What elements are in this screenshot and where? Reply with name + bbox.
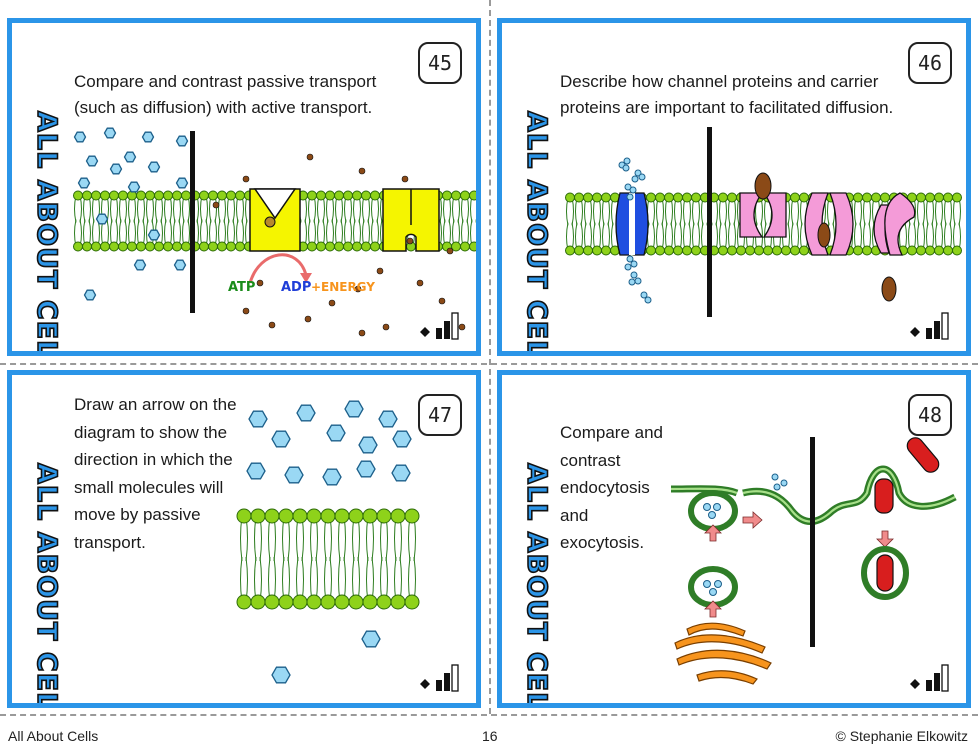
molecules (73, 127, 466, 337)
molecule-cluster-top (618, 157, 646, 201)
card-number: 47 (418, 394, 462, 436)
carrier-proteins (739, 192, 916, 256)
molecules (246, 400, 412, 684)
difficulty-indicator (910, 312, 949, 340)
difficulty-bar-3 (451, 664, 459, 692)
card-45: ALL ABOUT CELLS 45 Compare and contrast … (7, 18, 481, 356)
passive-transport-diagram (236, 400, 420, 684)
card-46: ALL ABOUT CELLS 46 Describe how channel … (497, 18, 971, 356)
card-48: ALL ABOUT CELLS 48 Compare and contrast … (497, 370, 971, 708)
atp-arrow (248, 253, 308, 284)
adp-label: ADP (281, 280, 311, 295)
difficulty-bar-1 (436, 328, 442, 339)
difficulty-bar-3 (941, 312, 949, 340)
difficulty-bar-2 (934, 321, 940, 339)
solute-middle (817, 222, 831, 248)
card-number: 46 (908, 42, 952, 84)
card-number: 48 (908, 394, 952, 436)
lipid-bilayer (236, 508, 420, 610)
difficulty-bar-1 (436, 680, 442, 691)
channel-protein-right (633, 192, 649, 256)
difficulty-bar-3 (941, 664, 949, 692)
partition-line (810, 437, 815, 647)
card-47: ALL ABOUT CELLS 47 Draw an arrow on the … (7, 370, 481, 708)
diamond-icon (910, 327, 920, 337)
partition-line (190, 131, 195, 313)
card-number: 45 (418, 42, 462, 84)
difficulty-bar-3 (451, 312, 459, 340)
footer-left: All About Cells (8, 728, 99, 744)
question-text: Describe how channel proteins and carrie… (560, 72, 894, 117)
facilitated-diffusion-diagram (565, 127, 962, 317)
solute-bottom (881, 276, 897, 302)
difficulty-bar-1 (926, 328, 932, 339)
pink-arrows (704, 511, 894, 618)
molecule-cluster-bottom (624, 255, 652, 304)
difficulty-indicator (420, 664, 459, 692)
difficulty-indicator (420, 312, 459, 340)
energy-label: ENERGY (321, 280, 375, 294)
cut-line-vertical (489, 0, 491, 714)
cut-line-bottom (0, 714, 978, 716)
secretory-product (874, 478, 894, 514)
channel-protein-left (615, 192, 631, 256)
difficulty-bar-2 (444, 321, 450, 339)
endocytosis-exocytosis-diagram (670, 437, 957, 685)
footer-right: © Stephanie Elkowitz (835, 728, 969, 744)
solute-top (754, 172, 772, 200)
difficulty-bar-2 (934, 673, 940, 691)
question-text: Draw an arrow on the diagram to show the… (74, 395, 237, 552)
endocytic-vesicle (688, 490, 738, 532)
difficulty-indicator (910, 664, 949, 692)
difficulty-bar-1 (926, 680, 932, 691)
free-molecules (771, 473, 788, 491)
question-text: Compare and contrast passive transport (… (74, 72, 377, 117)
question-text: Compare and contrast endocytosis and exo… (560, 423, 664, 553)
released-product (906, 437, 940, 473)
diamond-icon (420, 679, 430, 689)
atp-label: ATP (228, 280, 255, 295)
golgi-apparatus (674, 622, 772, 685)
transport-diagram: ATP ADP + ENERGY (73, 127, 476, 337)
diamond-icon (910, 679, 920, 689)
footer-page-number: 16 (482, 728, 498, 744)
difficulty-bar-2 (444, 673, 450, 691)
diamond-icon (420, 327, 430, 337)
partition-line (707, 127, 712, 317)
vesicle-from-golgi (688, 566, 738, 608)
plus-label: + (311, 280, 321, 294)
